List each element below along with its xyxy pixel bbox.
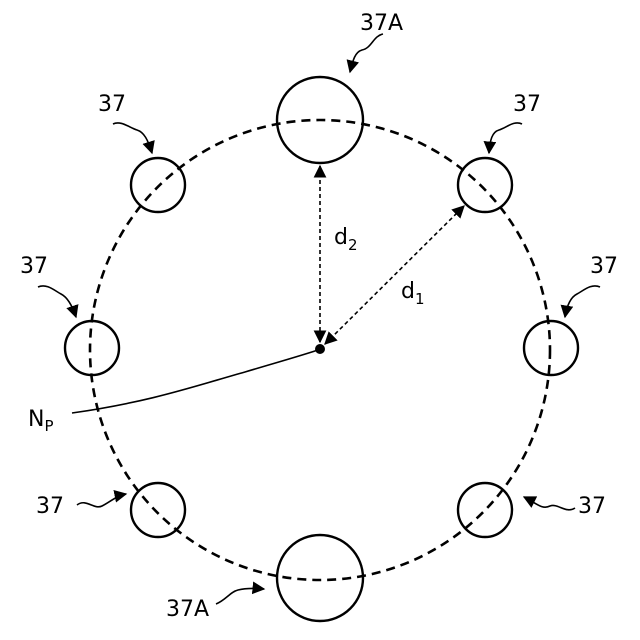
np-leader-line bbox=[72, 350, 318, 413]
label-d2: d2 bbox=[334, 225, 358, 254]
label-hole-left: 37 bbox=[20, 254, 48, 279]
label-hole-right: 37 bbox=[590, 254, 618, 279]
leader-large-hole-top bbox=[350, 34, 383, 72]
label-np: NP bbox=[28, 407, 54, 435]
label-hole-top-left: 37 bbox=[98, 92, 126, 117]
label-hole-bottom-left: 37 bbox=[36, 494, 64, 519]
leader-hole-right bbox=[565, 286, 600, 317]
label-large-hole-bottom: 37A bbox=[166, 597, 209, 622]
label-d1: d1 bbox=[401, 279, 425, 308]
label-large-hole-top: 37A bbox=[360, 11, 403, 36]
leader-large-hole-bottom bbox=[216, 588, 264, 604]
label-hole-top-right: 37 bbox=[513, 92, 541, 117]
center-point bbox=[315, 344, 325, 354]
leader-hole-top-right bbox=[489, 123, 522, 153]
hole-bottom-right bbox=[458, 483, 512, 537]
hole-bottom-left bbox=[131, 483, 185, 537]
leader-hole-bottom-right bbox=[524, 497, 575, 510]
hole-top-right bbox=[458, 158, 512, 212]
label-hole-bottom-right: 37 bbox=[578, 494, 606, 519]
leader-hole-top-left bbox=[113, 123, 152, 153]
leader-hole-bottom-left bbox=[77, 494, 126, 507]
leader-hole-left bbox=[38, 286, 76, 317]
